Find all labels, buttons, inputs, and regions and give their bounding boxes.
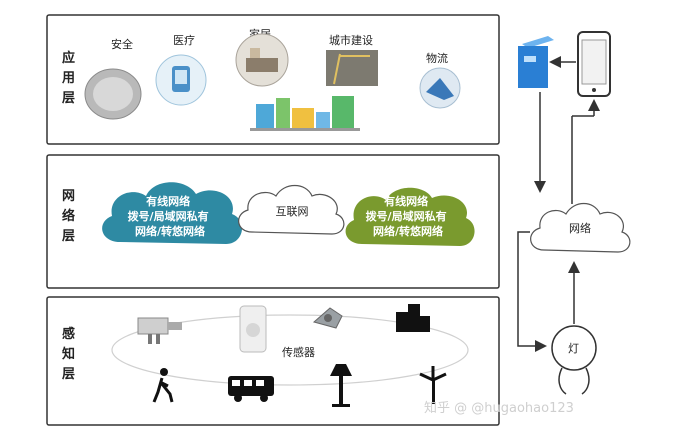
network-layer: 网 络 层 有线网络 拨号/局域网私有 网络/转悠网络 互联网 有线网络 拨号/… <box>46 154 500 289</box>
network-cloud: 网络 <box>530 202 631 253</box>
medical-item: 医疗 <box>155 33 207 106</box>
application-layer: 应 用 层 安全 医疗 家居 城市建设 <box>46 14 500 145</box>
street-lamp-icon <box>330 364 352 407</box>
building-icon <box>396 304 430 332</box>
left-network-cloud: 有线网络 拨号/局域网私有 网络/转悠网络 <box>102 182 243 244</box>
pressure-sensor-icon <box>137 317 182 344</box>
security-item: 安全 <box>84 37 142 120</box>
application-layer-label: 应 用 层 <box>61 50 80 106</box>
pedestrian-icon <box>152 368 174 403</box>
internet-cloud: 互联网 <box>238 184 345 235</box>
svg-text:有线网络 拨号/局域网私有: 有线网络 拨号/局域网私有 网络/转悠网络 <box>128 194 213 238</box>
lamp-label: 灯 <box>568 342 579 355</box>
sensor-label: 传感器 <box>282 346 315 359</box>
logistics-label: 物流 <box>426 51 448 65</box>
server-icon <box>518 36 554 88</box>
lamp-node: 灯 <box>551 325 597 395</box>
internet-label: 互联网 <box>276 205 309 218</box>
motion-detector-icon <box>239 305 267 353</box>
wind-turbine-icon <box>419 366 447 404</box>
svg-text:有线网络 拨号/局域网私有: 有线网络 拨号/局域网私有 网络/转悠网络 <box>366 194 451 238</box>
city-buildings-icon <box>250 96 360 131</box>
gas-sensor-icon <box>312 307 343 329</box>
network-cloud-label: 网络 <box>569 221 591 235</box>
watermark-text: 知乎 @ @hugaohao123 <box>424 400 574 416</box>
right-side-flow: 网络 灯 <box>517 31 631 395</box>
perception-layer-label: 感 知 层 <box>62 326 80 382</box>
smartphone-icon <box>577 31 611 97</box>
network-layer-label: 网 络 层 <box>62 189 80 244</box>
security-label: 安全 <box>111 37 133 51</box>
logistics-item: 物流 <box>419 51 461 109</box>
home-item: 家居 <box>235 27 289 87</box>
medical-label: 医疗 <box>173 33 195 47</box>
city-label: 城市建设 <box>329 33 373 47</box>
perception-layer: 感 知 层 传感器 <box>46 296 500 426</box>
city-item: 城市建设 <box>326 33 378 86</box>
right-network-cloud: 有线网络 拨号/局域网私有 网络/转悠网络 <box>345 187 475 246</box>
bus-icon <box>228 376 274 402</box>
